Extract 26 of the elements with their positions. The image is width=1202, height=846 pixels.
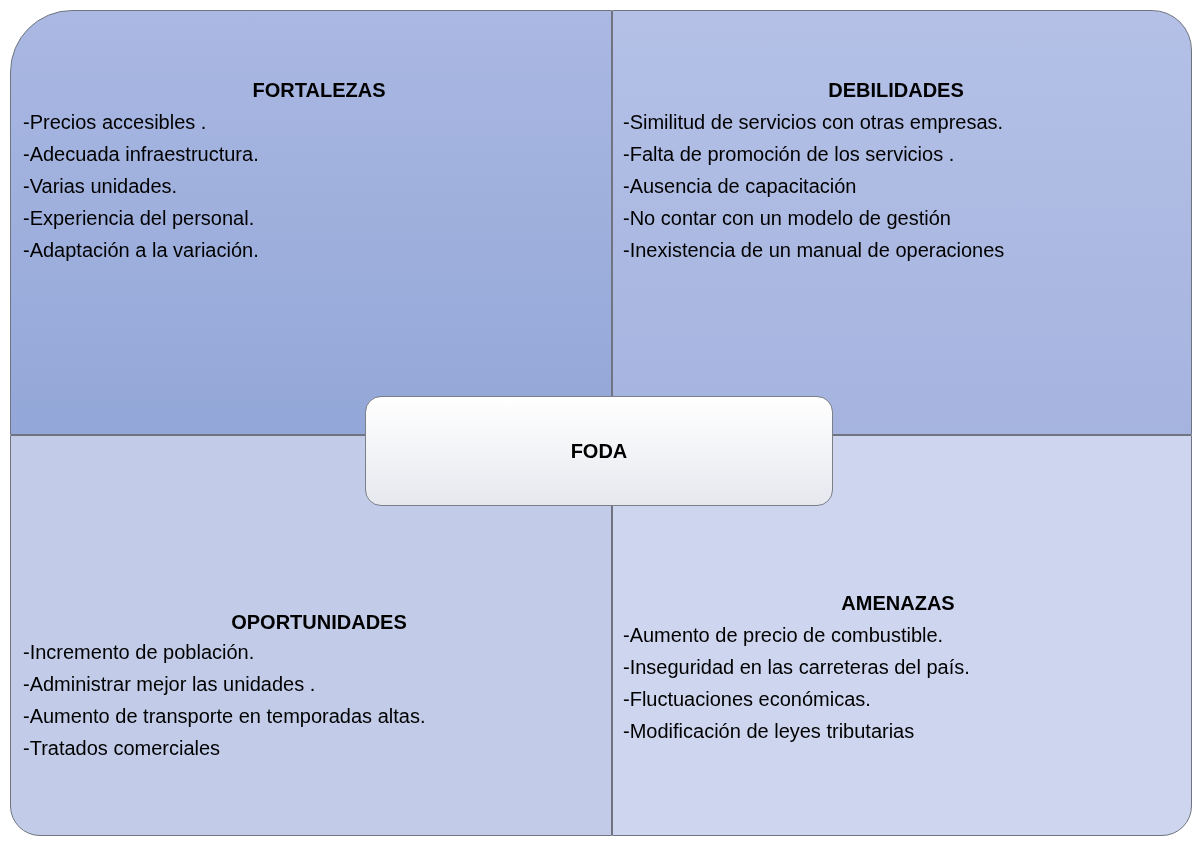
- list-item: -Adecuada infraestructura.: [23, 143, 259, 166]
- list-item: -Ausencia de capacitación: [623, 175, 857, 198]
- center-title: FODA: [570, 439, 628, 463]
- list-item: -Precios accesibles .: [23, 111, 207, 134]
- list-item: -Similitud de servicios con otras empresas.: [623, 111, 1004, 134]
- list-item: -Administrar mejor las unidades .: [23, 673, 316, 696]
- list-item: -Aumento de transporte en temporadas altas.: [23, 705, 426, 728]
- quadrant-heading: AMENAZAS: [841, 592, 955, 615]
- list-item: -No contar con un modelo de gestión: [623, 207, 951, 230]
- list-item: -Aumento de precio de combustible.: [623, 624, 944, 647]
- quadrant-heading: FORTALEZAS: [252, 79, 386, 102]
- center-box: [365, 396, 833, 506]
- list-item: -Fluctuaciones económicas.: [623, 688, 871, 711]
- list-item: -Adaptación a la variación.: [23, 239, 259, 262]
- quadrant-heading: DEBILIDADES: [828, 79, 964, 102]
- list-item: -Inseguridad en las carreteras del país.: [623, 656, 970, 679]
- list-item: -Modificación de leyes tributarias: [623, 720, 915, 743]
- quadrant-panel: [612, 10, 1192, 435]
- list-item: -Incremento de población.: [23, 641, 255, 664]
- list-item: -Falta de promoción de los servicios .: [623, 143, 955, 166]
- quadrant-heading: OPORTUNIDADES: [231, 611, 407, 634]
- list-item: -Varias unidades.: [23, 175, 178, 198]
- list-item: -Inexistencia de un manual de operaciones: [623, 239, 1005, 262]
- list-item: -Experiencia del personal.: [23, 207, 255, 230]
- quadrant-panel: [10, 10, 612, 435]
- list-item: -Tratados comerciales: [23, 737, 221, 760]
